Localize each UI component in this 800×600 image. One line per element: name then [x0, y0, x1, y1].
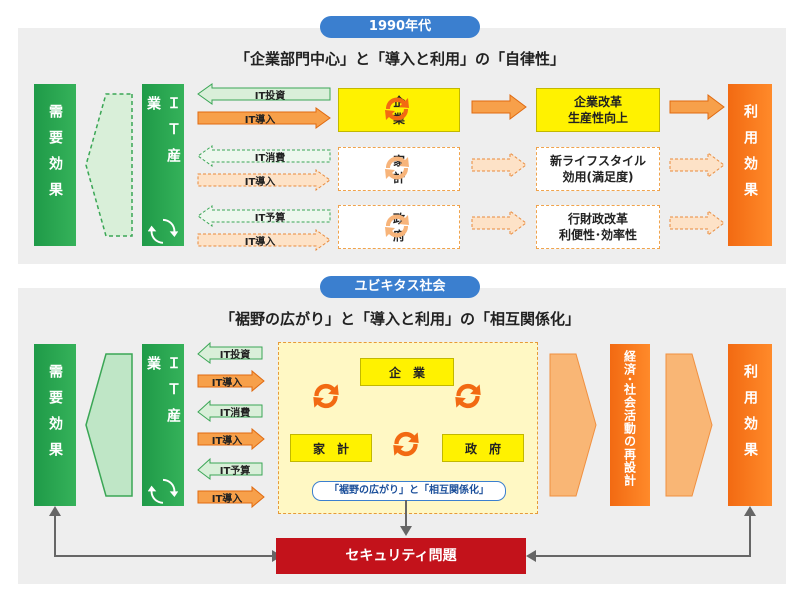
bottom-demand-effect: 需要効果 [34, 344, 76, 506]
cycle-icon [148, 219, 178, 245]
top-result-arrows [471, 94, 527, 236]
tag-it-investment: IT投資 [254, 90, 286, 102]
ubiquitous-society-pill: ユビキタス社会 [320, 276, 480, 298]
tag-it-consumption: IT消費 [254, 152, 286, 164]
top-usage-effect: 利用効果 [728, 84, 772, 246]
cycle-icon [385, 214, 409, 238]
cycle-icon [148, 479, 178, 505]
bottom-chevron-arrow [665, 353, 713, 497]
tag-it-consumption: IT消費 [219, 407, 251, 419]
tag-it-budget: IT予算 [254, 212, 286, 224]
tag-it-introduction: IT導入 [244, 236, 276, 248]
top-it-industry: ＩＴ産業 [142, 84, 184, 246]
tag-it-introduction: IT導入 [211, 435, 243, 447]
top-government-result: 行財政改革 利便性･効率性 [536, 205, 660, 249]
top-usage-arrows [669, 94, 725, 236]
tag-it-investment: IT投資 [219, 349, 251, 361]
cycle-icon [385, 156, 409, 180]
top-enterprise-box: 企 業 [338, 88, 460, 132]
bottom-it-industry: ＩＴ産業 [142, 344, 184, 506]
top-demand-effect: 需要効果 [34, 84, 76, 246]
down-arrow [400, 500, 412, 536]
cycle-icon [313, 383, 339, 409]
top-enterprise-result: 企業改革 生産性向上 [536, 88, 660, 132]
top-row-arrows [197, 83, 331, 251]
bottom-chevron-arrow [549, 353, 597, 497]
tag-it-introduction: IT導入 [244, 176, 276, 188]
cycle-icon [455, 383, 481, 409]
redesign-box: 経済･社会活動の再設計 [610, 344, 650, 506]
interrelation-label: 「裾野の広がり」と「相互関係化」 [312, 481, 506, 501]
tag-it-introduction: IT導入 [211, 493, 243, 505]
bottom-demand-arrow [85, 353, 133, 497]
bottom-subtitle: 「裾野の広がり」と「導入と利用」の「相互関係化」 [219, 310, 580, 328]
cycle-icon [393, 431, 419, 457]
tag-it-introduction: IT導入 [211, 377, 243, 389]
top-subtitle: 「企業部門中心」と「導入と利用」の「自律性」 [234, 50, 565, 68]
security-issue-box: セキュリティ問題 [276, 538, 526, 574]
tag-it-budget: IT予算 [219, 465, 251, 477]
tag-it-introduction: IT導入 [244, 114, 276, 126]
bottom-household-box: 家 計 [290, 434, 372, 462]
bottom-government-box: 政 府 [442, 434, 524, 462]
bottom-usage-effect: 利用効果 [728, 344, 772, 506]
era-1990s-pill: 1990年代 [320, 16, 480, 38]
bottom-enterprise-box: 企 業 [360, 358, 454, 386]
bottom-tag-arrows [197, 341, 265, 509]
cycle-icon [385, 97, 409, 121]
top-demand-arrow [85, 93, 133, 237]
top-household-result: 新ライフスタイル 効用(満足度) [536, 147, 660, 191]
